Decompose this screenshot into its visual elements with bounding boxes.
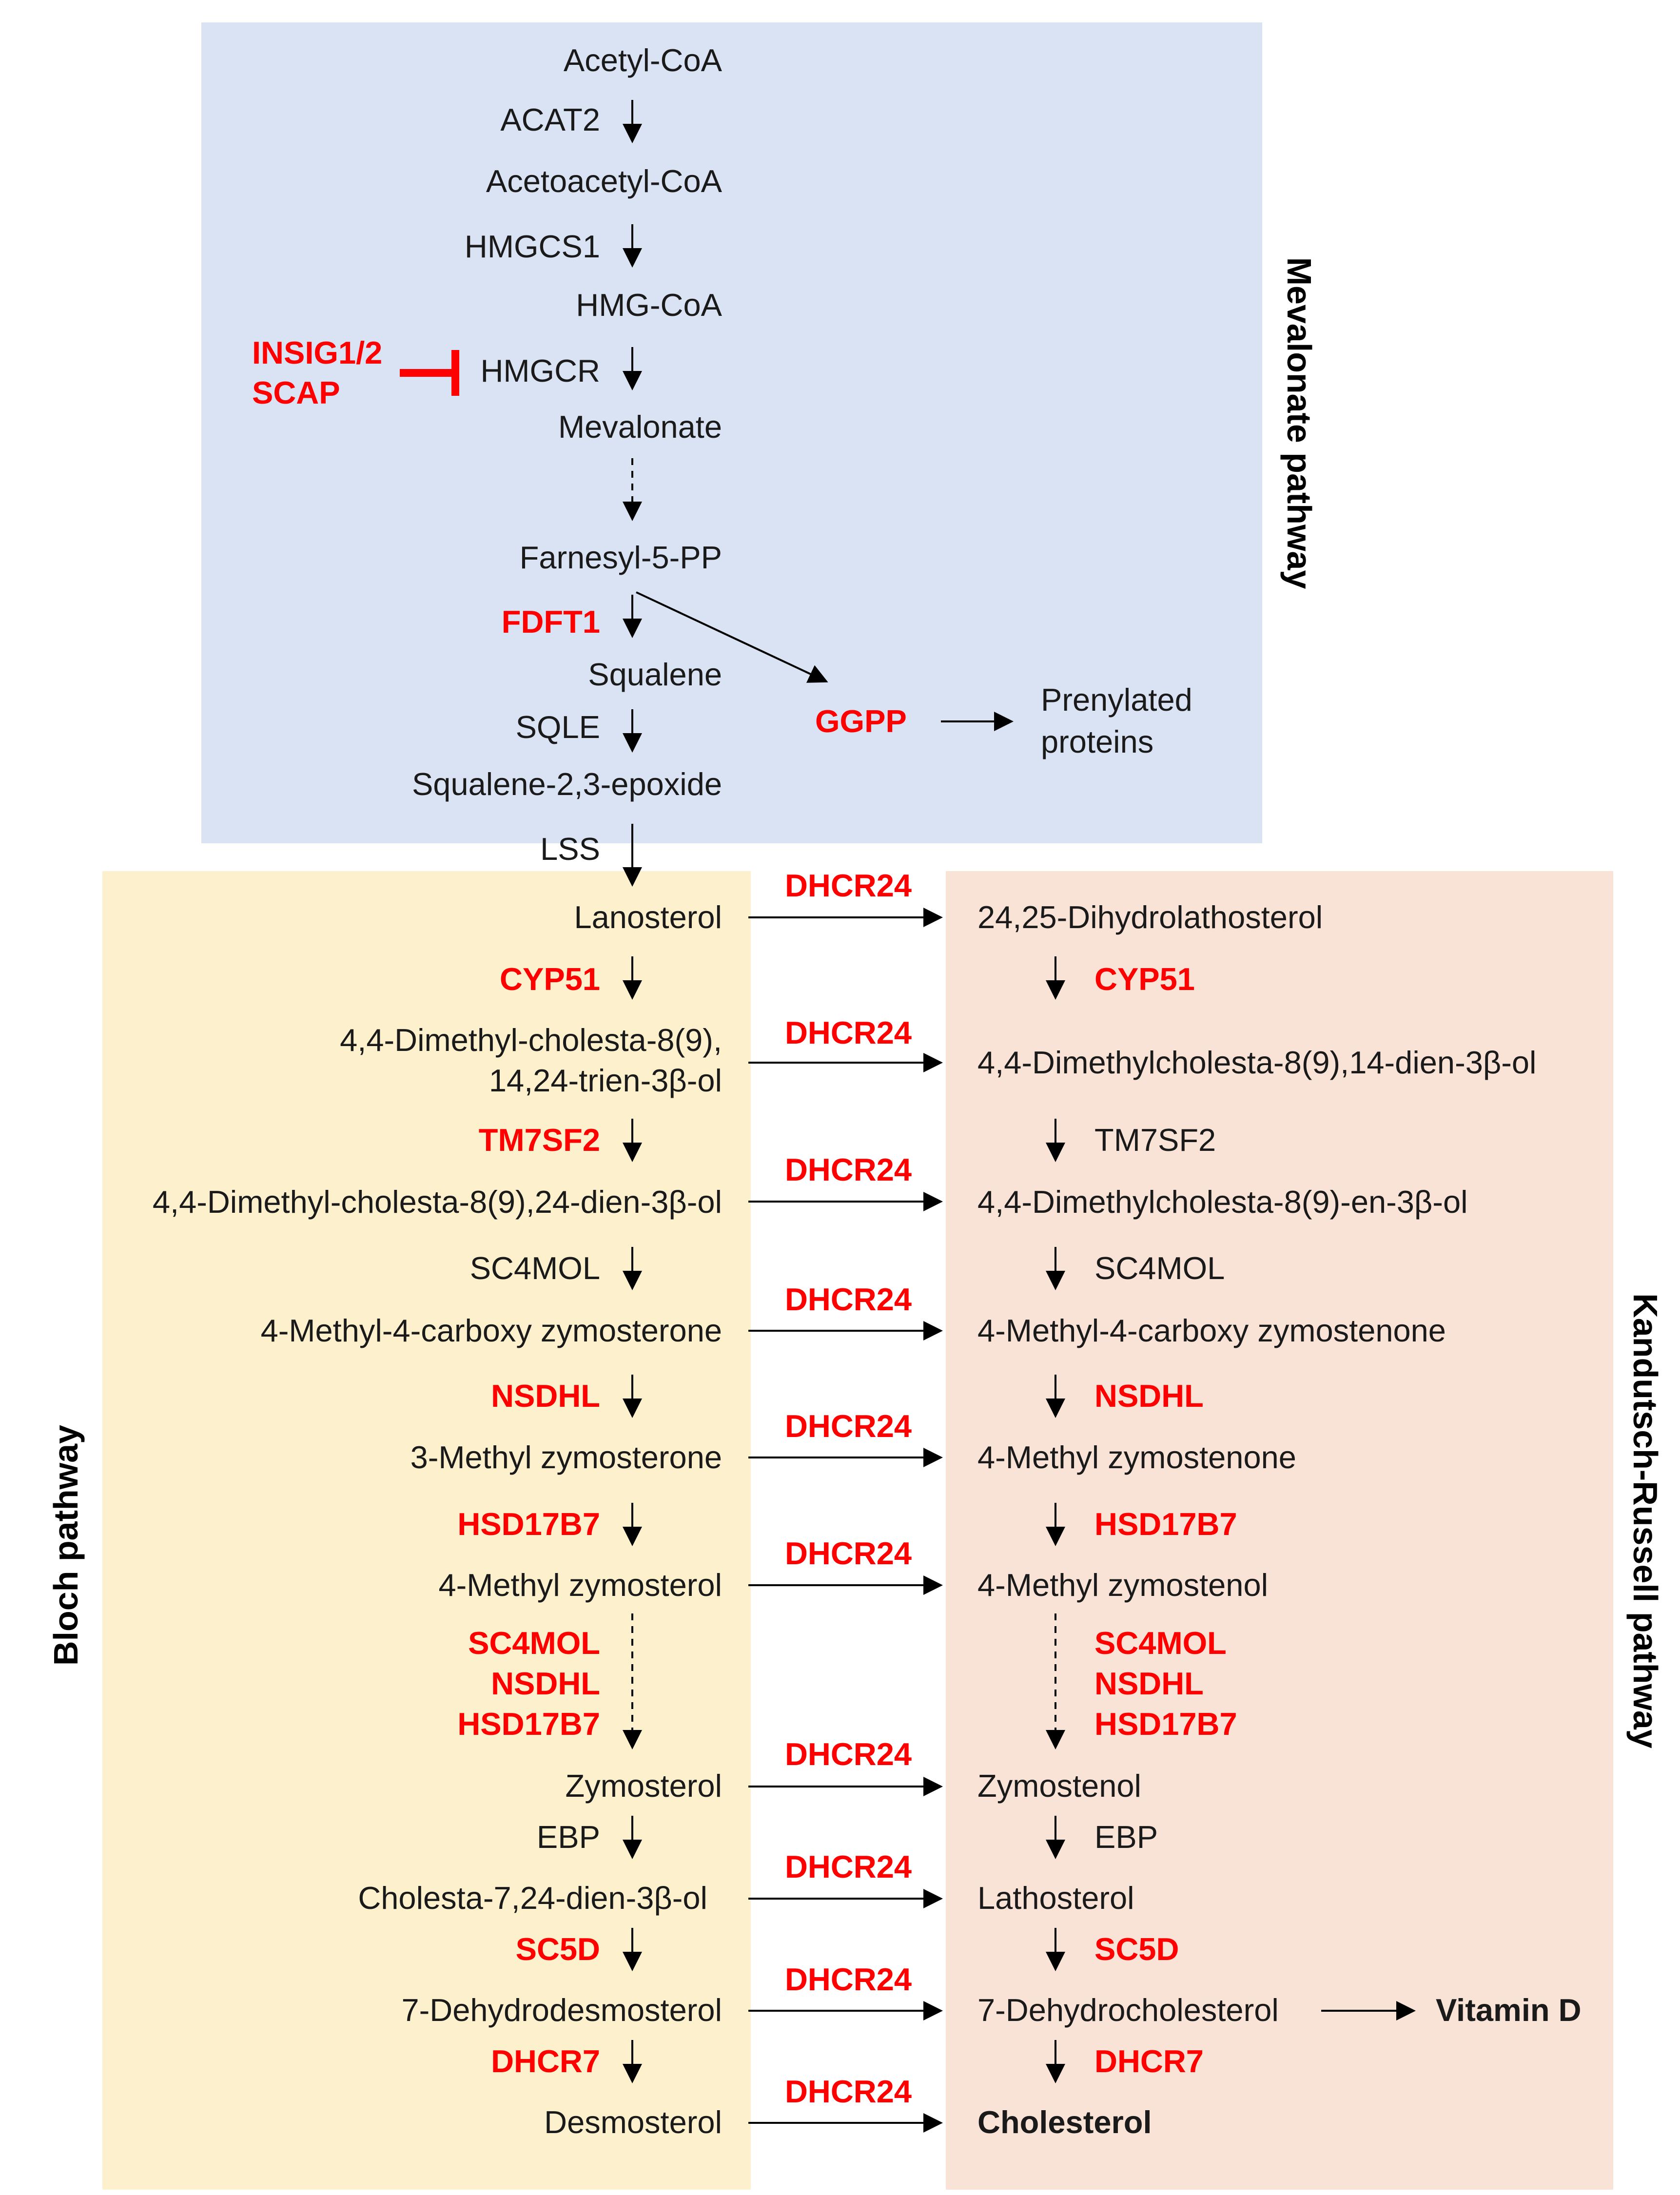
dhcr24-label-10: DHCR24 <box>784 2074 912 2109</box>
kr-enzyme-multi-sc4mol: SC4MOL <box>1094 1625 1227 1661</box>
enzyme-lss: LSS <box>540 831 600 867</box>
bloch-enzyme-tm7sf2: TM7SF2 <box>478 1122 600 1158</box>
kr-methyl-zymostenone: 4-Methyl zymostenone <box>977 1439 1296 1475</box>
mevalonate-pathway-box <box>201 22 1262 843</box>
node-acetyl-coa: Acetyl-CoA <box>563 42 722 78</box>
bloch-enzyme-multi-hsd17b7: HSD17B7 <box>457 1706 600 1742</box>
label-mevalonate-pathway: Mevalonate pathway <box>1280 257 1318 589</box>
bloch-trien-line2: 14,24-trien-3β-ol <box>488 1063 722 1098</box>
dhcr24-label-5: DHCR24 <box>784 1408 912 1444</box>
kr-lathosterol: Lathosterol <box>977 1880 1134 1916</box>
bloch-enzyme-dhcr7: DHCR7 <box>491 2043 600 2079</box>
bloch-methyl-zymosterone: 3-Methyl zymosterone <box>410 1439 722 1475</box>
arrow-farnesyl-ggpp <box>636 591 828 683</box>
bloch-cholesta-dien: Cholesta-7,24-dien-3β-ol <box>358 1880 707 1916</box>
bloch-enzyme-multi-sc4mol: SC4MOL <box>468 1625 600 1661</box>
kr-cholesterol: Cholesterol <box>977 2104 1152 2140</box>
bloch-zymosterol: Zymosterol <box>565 1768 722 1804</box>
bloch-desmosterol: Desmosterol <box>544 2104 722 2140</box>
dhcr24-label-9: DHCR24 <box>784 1962 912 1997</box>
kr-enzyme-multi-nsdhl: NSDHL <box>1094 1666 1204 1701</box>
bloch-pathway-box <box>102 871 751 2190</box>
inhibition-symbol <box>400 350 459 396</box>
enzyme-hmgcs1: HMGCS1 <box>464 229 600 264</box>
bloch-dehydrodesmosterol: 7-Dehydrodesmosterol <box>401 1992 722 2028</box>
kr-dehydrocholesterol: 7-Dehydrocholesterol <box>977 1992 1279 2028</box>
bloch-enzyme-ebp: EBP <box>536 1819 600 1855</box>
kr-enzyme-hsd17b7: HSD17B7 <box>1094 1506 1237 1542</box>
node-ggpp: GGPP <box>815 703 907 739</box>
bloch-enzyme-sc5d: SC5D <box>515 1931 600 1967</box>
dhcr24-label-8: DHCR24 <box>784 1849 912 1884</box>
node-prenylated-line1: Prenylated <box>1041 682 1192 718</box>
kr-enzyme-cyp51: CYP51 <box>1094 961 1195 997</box>
bloch-methyl-zymosterol: 4-Methyl zymosterol <box>438 1567 722 1603</box>
kr-carboxy-zymostenone: 4-Methyl-4-carboxy zymostenone <box>977 1313 1446 1348</box>
bloch-enzyme-cyp51: CYP51 <box>500 961 600 997</box>
kr-enzyme-nsdhl: NSDHL <box>1094 1378 1204 1414</box>
regulator-scap: SCAP <box>252 375 340 410</box>
dhcr24-label-4: DHCR24 <box>784 1282 912 1317</box>
kr-vitamin-d: Vitamin D <box>1436 1992 1582 2028</box>
kr-methyl-zymostenol: 4-Methyl zymostenol <box>977 1567 1269 1603</box>
dhcr24-label-3: DHCR24 <box>784 1152 912 1187</box>
dhcr24-label-2: DHCR24 <box>784 1015 912 1050</box>
node-squalene: Squalene <box>588 657 722 692</box>
label-kandutsch-russell-pathway: Kandutsch-Russell pathway <box>1626 1293 1664 1748</box>
bloch-enzyme-hsd17b7: HSD17B7 <box>457 1506 600 1542</box>
kr-zymostenol: Zymostenol <box>977 1768 1141 1804</box>
kr-enzyme-sc4mol: SC4MOL <box>1094 1250 1225 1286</box>
bloch-enzyme-sc4mol: SC4MOL <box>469 1250 600 1286</box>
bloch-carboxy-zymosterone: 4-Methyl-4-carboxy zymosterone <box>260 1313 722 1348</box>
dhcr24-label-7: DHCR24 <box>784 1736 912 1772</box>
dhcr24-label-6: DHCR24 <box>784 1535 912 1571</box>
kr-enzyme-dhcr7: DHCR7 <box>1094 2043 1204 2079</box>
kr-dien: 4,4-Dimethylcholesta-8(9),14-dien-3β-ol <box>977 1045 1537 1080</box>
kr-enzyme-sc5d: SC5D <box>1094 1931 1179 1967</box>
bloch-lanosterol: Lanosterol <box>574 899 722 935</box>
kr-enzyme-ebp: EBP <box>1094 1819 1158 1855</box>
enzyme-sqle: SQLE <box>515 709 600 745</box>
dhcr24-label-1: DHCR24 <box>784 868 912 903</box>
enzyme-fdft1: FDFT1 <box>501 604 600 640</box>
enzyme-hmgcr: HMGCR <box>480 353 600 388</box>
bloch-trien-line1: 4,4-Dimethyl-cholesta-8(9), <box>340 1022 722 1058</box>
label-bloch-pathway: Bloch pathway <box>47 1425 85 1666</box>
kr-dihydrolathosterol: 24,25-Dihydrolathosterol <box>977 899 1323 935</box>
regulator-insig: INSIG1/2 <box>252 335 383 370</box>
kr-enzyme-tm7sf2: TM7SF2 <box>1094 1122 1216 1158</box>
enzyme-acat2: ACAT2 <box>500 102 600 137</box>
kr-enzyme-multi-hsd17b7: HSD17B7 <box>1094 1706 1237 1742</box>
node-hmg-coa: HMG-CoA <box>576 287 722 323</box>
node-squalene-epoxide: Squalene-2,3-epoxide <box>411 766 722 802</box>
kr-en: 4,4-Dimethylcholesta-8(9)-en-3β-ol <box>977 1184 1468 1220</box>
bloch-enzyme-multi-nsdhl: NSDHL <box>491 1666 600 1701</box>
bloch-enzyme-nsdhl: NSDHL <box>491 1378 600 1414</box>
bloch-dien: 4,4-Dimethyl-cholesta-8(9),24-dien-3β-ol <box>152 1184 722 1220</box>
node-mevalonate: Mevalonate <box>558 409 722 445</box>
node-farnesyl: Farnesyl-5-PP <box>519 540 722 575</box>
node-acetoacetyl-coa: Acetoacetyl-CoA <box>486 163 722 199</box>
node-prenylated-line2: proteins <box>1041 724 1154 759</box>
